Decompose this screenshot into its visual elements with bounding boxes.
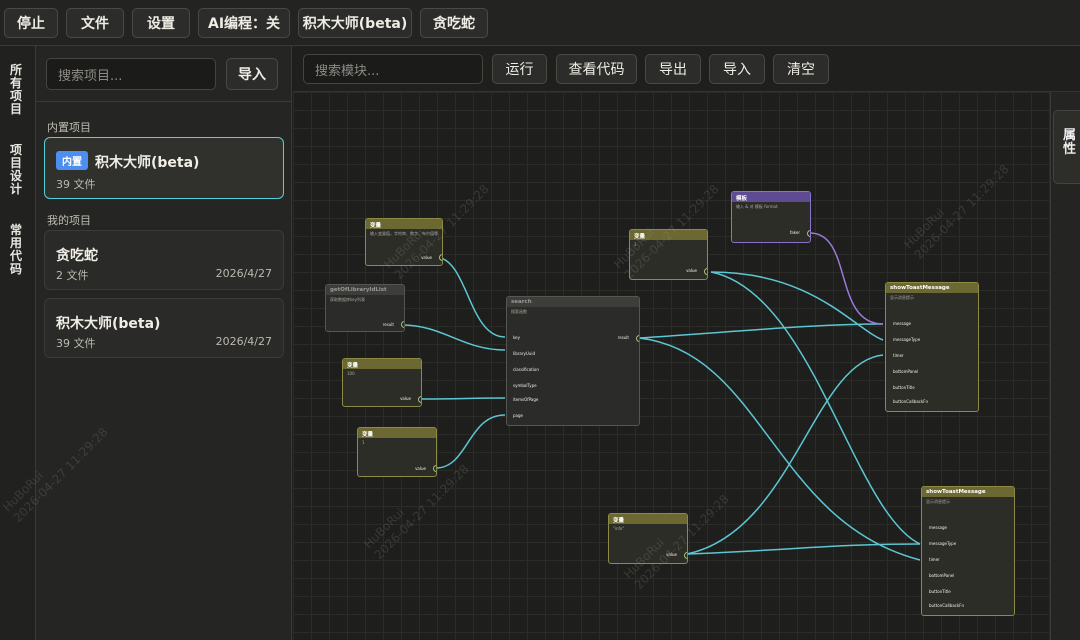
wire [710, 271, 921, 545]
export-button[interactable]: 导出 [645, 54, 701, 84]
builtin-card-files: 39 文件 [56, 178, 96, 191]
properties-panel: 属性 [1050, 92, 1080, 640]
output-port[interactable] [401, 321, 404, 328]
left-rail: 所有项目 项目设计 常用代码 [0, 46, 36, 640]
rail-common-code[interactable]: 常用代码 [10, 223, 23, 276]
properties-tab[interactable]: 属性 [1053, 110, 1080, 184]
wire [435, 414, 506, 469]
wire [638, 337, 921, 561]
editor-toolbar: 搜索模块... 运行 查看代码 导出 导入 清空 [293, 46, 1080, 92]
variable-node[interactable]: 变量 1 value [357, 427, 437, 477]
project-search-input[interactable]: 搜索项目... [46, 58, 216, 90]
wire [434, 256, 506, 338]
my-projects-title: 我的项目 [47, 214, 91, 227]
search-function-node[interactable]: search 搜索函数 result key libraryUuid class… [506, 296, 640, 426]
wire-purple [809, 232, 884, 325]
top-toolbar: 停止 文件 设置 AI编程：关 积木大师(beta) 贪吃蛇 [0, 0, 1080, 46]
builtin-project-card[interactable]: 内置积木大师(beta) 39 文件 [44, 137, 284, 199]
project-card-jimu[interactable]: 积木大师(beta) 39 文件 2026/4/27 [44, 298, 284, 358]
wire [401, 324, 506, 351]
settings-button[interactable]: 设置 [132, 7, 190, 38]
rail-project-design[interactable]: 项目设计 [10, 143, 23, 196]
toast-message-node[interactable]: showToastMessage 显示消息提示 message messageT… [885, 282, 979, 412]
wire [686, 354, 884, 555]
project-card-title: 积木大师(beta) [56, 316, 161, 332]
builtin-badge: 内置 [56, 151, 88, 170]
connection-wires [401, 232, 921, 561]
project-import-button[interactable]: 导入 [226, 58, 278, 90]
module-search-input[interactable]: 搜索模块... [303, 54, 483, 84]
import-button[interactable]: 导入 [709, 54, 765, 84]
output-port[interactable] [636, 335, 639, 342]
wire [686, 543, 921, 555]
wire [638, 323, 884, 339]
variable-node[interactable]: 变量 "info" value [608, 513, 688, 564]
output-port[interactable] [807, 230, 810, 237]
stop-button[interactable]: 停止 [4, 7, 58, 38]
toast-message-node[interactable]: showToastMessage 显示消息提示 message messageT… [921, 486, 1015, 616]
output-port[interactable] [684, 552, 687, 559]
project-card-title: 贪吃蛇 [56, 248, 98, 264]
project-card-date: 2026/4/27 [215, 267, 272, 280]
view-code-button[interactable]: 查看代码 [556, 54, 637, 84]
project-search-bar: 搜索项目... 导入 [36, 46, 292, 102]
file-menu-button[interactable]: 文件 [66, 7, 124, 38]
clear-button[interactable]: 清空 [773, 54, 829, 84]
properties-label: 属性 [1063, 128, 1077, 157]
project-panel: 搜索项目... 导入 内置项目 内置积木大师(beta) 39 文件 我的项目 … [36, 46, 292, 640]
project-tab-jimu[interactable]: 积木大师(beta) [298, 7, 412, 38]
project-card-files: 39 文件 [56, 337, 96, 350]
template-node[interactable]: 模板 输入 & 对 模板 format faker [731, 191, 811, 243]
output-port[interactable] [439, 254, 442, 261]
project-card-snake[interactable]: 贪吃蛇 2 文件 2026/4/27 [44, 230, 284, 290]
variable-node[interactable]: 变量 1 value [629, 229, 708, 280]
function-node[interactable]: getOfLibraryIdList 获取数据库key列表 result [325, 284, 405, 332]
output-port[interactable] [704, 268, 707, 275]
ai-toggle-button[interactable]: AI编程：关 [198, 7, 290, 38]
output-port[interactable] [418, 396, 421, 403]
rail-all-projects[interactable]: 所有项目 [10, 63, 23, 116]
builtin-section-title: 内置项目 [47, 121, 91, 134]
node-canvas[interactable]: 变量 输入变量值，字符串、数字、布尔值等 value getOfLibraryI… [293, 92, 1050, 640]
builtin-card-title: 内置积木大师(beta) [56, 151, 199, 172]
editor-workspace: 搜索模块... 运行 查看代码 导出 导入 清空 变量 输 [293, 46, 1080, 640]
wire [710, 271, 884, 341]
wire [421, 397, 506, 400]
project-card-files: 2 文件 [56, 269, 89, 282]
output-port[interactable] [433, 465, 436, 472]
variable-node[interactable]: 变量 100 value [342, 358, 422, 407]
run-button[interactable]: 运行 [492, 54, 547, 84]
project-tab-snake[interactable]: 贪吃蛇 [420, 7, 488, 38]
variable-node[interactable]: 变量 输入变量值，字符串、数字、布尔值等 value [365, 218, 443, 266]
project-card-date: 2026/4/27 [215, 335, 272, 348]
